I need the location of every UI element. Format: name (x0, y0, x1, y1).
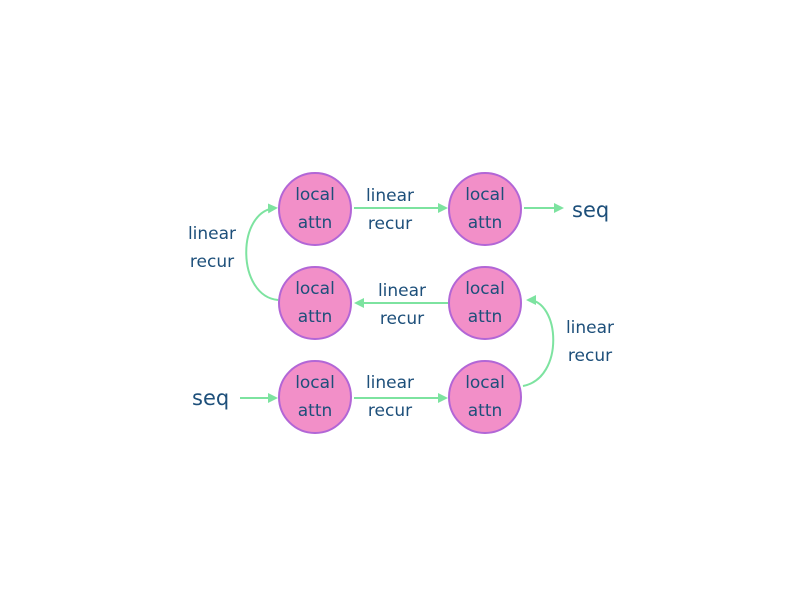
edge-label-middle: linear recur (372, 277, 432, 333)
node-local-attn-top-left: local attn (278, 172, 352, 246)
edge-label-line1: linear (377, 281, 427, 301)
node-label-line1: local (465, 373, 505, 393)
node-label-line2: attn (467, 401, 503, 421)
node-label-line2: attn (297, 213, 333, 233)
edge-arrow-left-curve (245, 203, 279, 301)
edge-label-right-curve: linear recur (560, 314, 620, 370)
edge-label-line2: recur (567, 346, 613, 366)
node-label-line2: attn (467, 307, 503, 327)
node-label-line1: local (465, 185, 505, 205)
edge-label-line2: recur (367, 401, 413, 421)
node-label-line1: local (295, 279, 335, 299)
input-seq-label: seq (192, 386, 230, 410)
node-label-line1: local (465, 279, 505, 299)
node-local-attn-bottom-left: local attn (278, 360, 352, 434)
node-label-line2: attn (297, 307, 333, 327)
edge-label-line2: recur (189, 252, 235, 272)
edge-label-line2: recur (367, 214, 413, 234)
node-label-line2: attn (297, 401, 333, 421)
edge-arrow-right-curve (522, 295, 555, 387)
edge-label-line1: linear (187, 224, 237, 244)
edge-label-line2: recur (379, 309, 425, 329)
node-local-attn-middle-left: local attn (278, 266, 352, 340)
edge-label-bottom: linear recur (360, 369, 420, 425)
node-local-attn-bottom-right: local attn (448, 360, 522, 434)
edge-label-left-curve: linear recur (182, 220, 242, 276)
node-local-attn-middle-right: local attn (448, 266, 522, 340)
output-seq-label: seq (572, 198, 610, 222)
node-label-line1: local (295, 373, 335, 393)
node-label-line1: local (295, 185, 335, 205)
edge-label-line1: linear (565, 318, 615, 338)
node-local-attn-top-right: local attn (448, 172, 522, 246)
edge-label-line1: linear (365, 373, 415, 393)
node-label-line2: attn (467, 213, 503, 233)
edge-label-line1: linear (365, 186, 415, 206)
edge-label-top: linear recur (360, 182, 420, 238)
